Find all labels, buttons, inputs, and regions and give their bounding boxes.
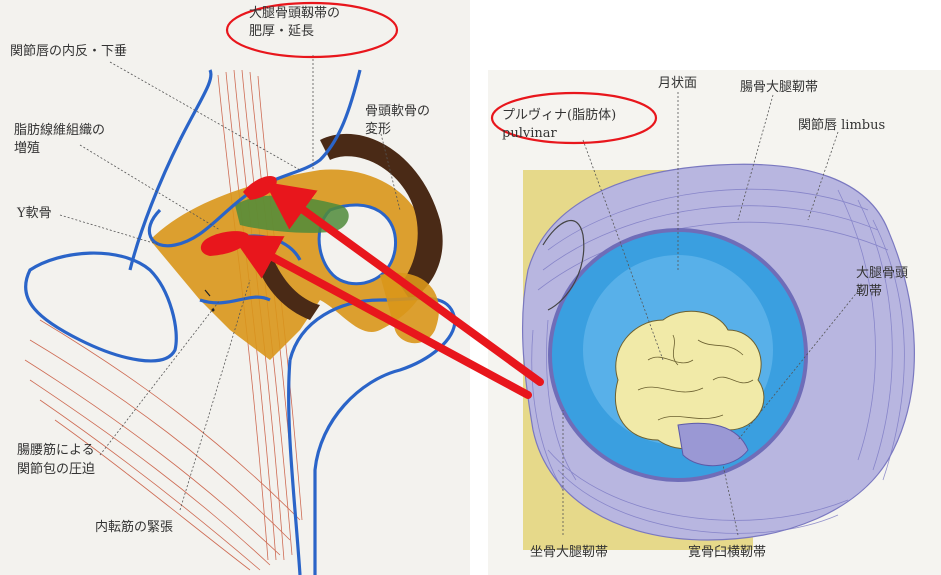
label-iliofemoral-ligament: 腸骨大腿靭帯 xyxy=(740,80,818,96)
label-fat-proliferation-2: 増殖 xyxy=(14,141,40,157)
small-dot xyxy=(212,309,215,312)
label-femoral-head-ligament-1: 大腿骨頭 xyxy=(856,266,908,282)
left-diagram-panel: 大腿骨頭靱帯の 肥厚・延長 関節唇の内反・下垂 脂肪線維組織の 増殖 骨頭軟骨の… xyxy=(0,0,470,575)
label-ligament-thickening-1: 大腿骨頭靱帯の xyxy=(249,6,340,22)
label-labrum-limbus: 関節唇 limbus xyxy=(798,118,885,134)
label-cartilage-deform-2: 変形 xyxy=(365,122,391,138)
label-cartilage-deform-1: 骨頭軟骨の xyxy=(365,104,430,120)
label-ligament-thickening-2: 肥厚・延長 xyxy=(249,24,314,40)
label-fat-proliferation-1: 脂肪線維組織の xyxy=(14,123,105,139)
label-iliopsoas-2: 関節包の圧迫 xyxy=(17,462,95,478)
label-pulvinar-jp: プルヴィナ(脂肪体) xyxy=(502,108,616,124)
label-pulvinar-en: pulvinar xyxy=(502,126,557,142)
left-diagram-drawing xyxy=(0,0,470,575)
right-diagram-drawing xyxy=(488,70,941,575)
right-diagram-panel: プルヴィナ(脂肪体) pulvinar 月状面 腸骨大腿靭帯 関節唇 limbu… xyxy=(488,70,941,575)
label-iliopsoas-1: 腸腰筋による xyxy=(17,443,95,459)
label-adductor-tension: 内転筋の緊張 xyxy=(95,520,173,536)
label-femoral-head-ligament-2: 靭帯 xyxy=(856,284,882,300)
label-labrum-inversion: 関節唇の内反・下垂 xyxy=(10,44,127,60)
label-lunate-surface: 月状面 xyxy=(658,76,697,92)
label-transverse-acetabular-ligament: 寛骨臼横靭帯 xyxy=(688,545,766,561)
label-ischiofemoral-ligament: 坐骨大腿靭帯 xyxy=(530,545,608,561)
label-y-cartilage: Y軟骨 xyxy=(17,206,52,222)
